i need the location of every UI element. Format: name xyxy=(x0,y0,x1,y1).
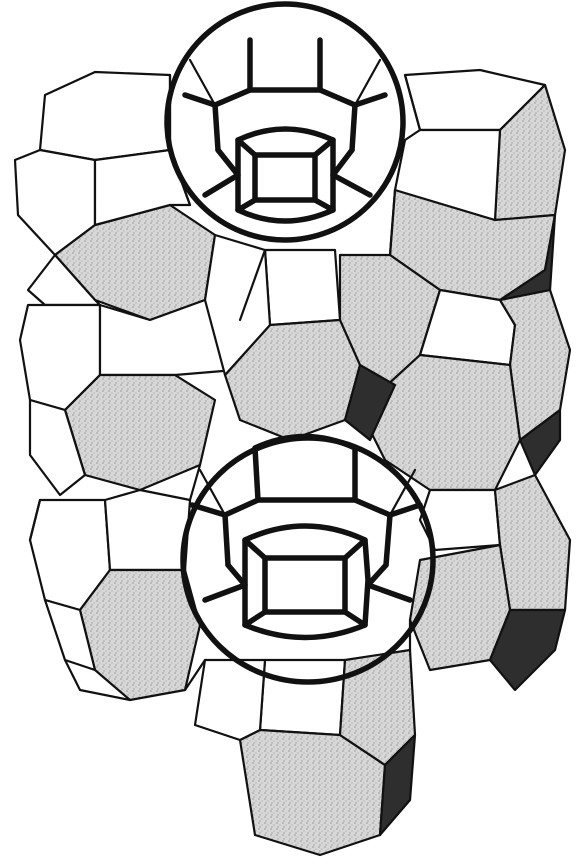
highlighted-cage-bottom xyxy=(183,437,433,683)
left-column-cages xyxy=(15,72,240,700)
left-cage-top xyxy=(15,72,215,320)
left-cage-middle xyxy=(20,300,240,495)
highlighted-cage-top xyxy=(167,4,403,240)
center-square-face-lower xyxy=(260,660,345,735)
right-cage-bottom xyxy=(410,475,570,690)
center-square-face-upper xyxy=(265,250,340,325)
left-cage-bottom xyxy=(30,490,200,700)
